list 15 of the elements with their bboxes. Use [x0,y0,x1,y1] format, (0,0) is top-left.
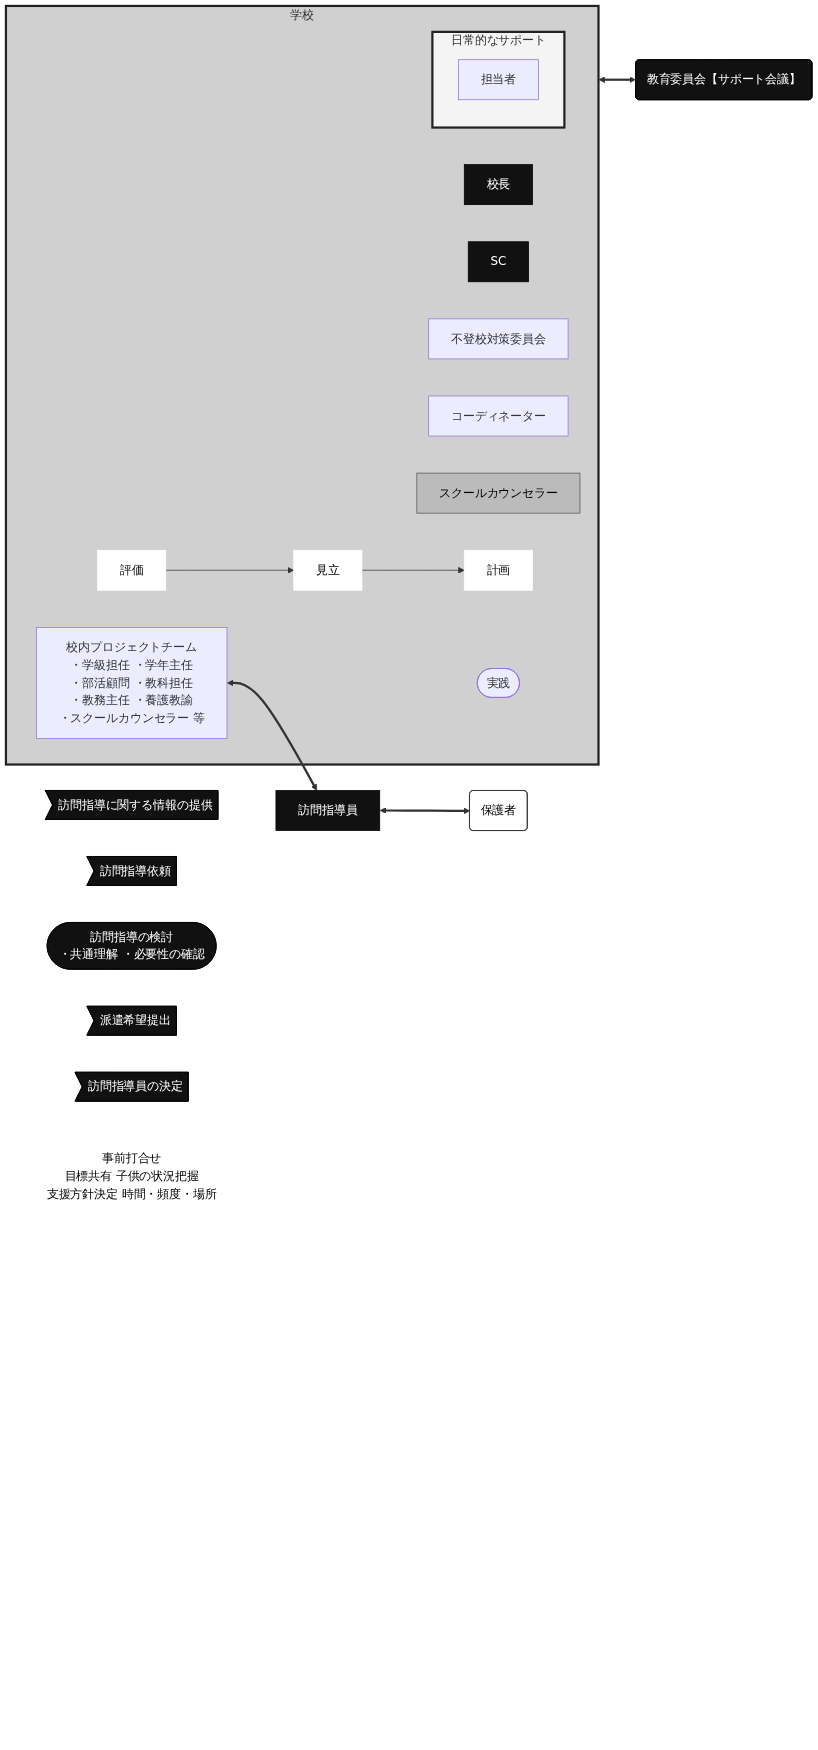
node-text: 事前打合せ 目標共有 子供の状況把握 支援方針決定 時間・頻度・場所 [46,1150,217,1201]
node-box: 見立 [293,549,363,591]
node-box: 訪問指導員 [275,790,381,831]
arrow [379,807,471,815]
node-box: スクールカウンセラー [416,472,581,514]
node-box: 計画 [463,549,533,591]
node-box: 不登校対策委員会 [428,318,569,360]
node-box: 担当者 [458,59,539,101]
arrow [598,76,636,83]
node-box: 校長 [463,164,533,206]
node-box: SC [467,241,529,283]
node-box: 評価 [97,549,167,591]
node-box: 校内プロジェクトチーム ・学級担任 ・学年主任 ・部活顧問 ・教科担任 ・教務主任 ・養護教諭 ・スクールカウンセラー 等 [35,627,228,739]
arrow [227,679,318,791]
node-box: コーディネーター [428,395,569,437]
